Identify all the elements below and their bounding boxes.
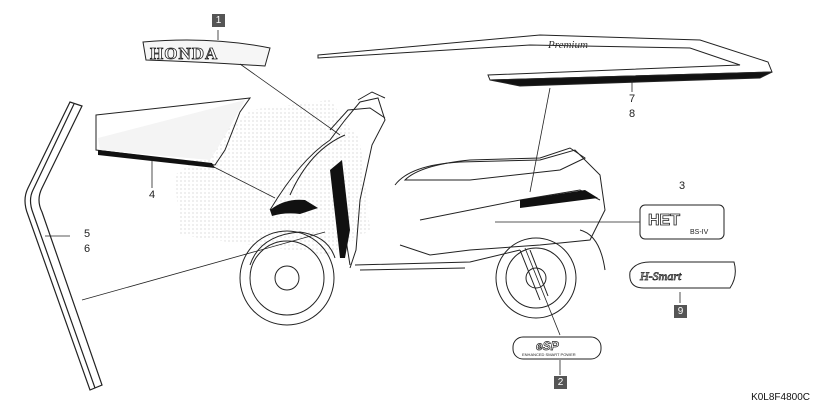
callout-5: 5 [83,228,91,240]
callout-9: 9 [674,305,687,318]
hsmart-text: H-Smart [639,269,682,283]
diagram-code: K0L8F4800C [751,392,810,403]
stipple-background [175,100,370,255]
callout-4: 4 [148,189,156,201]
part-5-6-stripe [24,101,103,391]
front-stripe [270,160,350,258]
het-main-text: HET [648,212,680,229]
part-4-decal [95,97,252,168]
esp-emblem: eSP ENHANCED SMART POWER [512,336,602,360]
hsmart-emblem: H-Smart [629,261,736,289]
callout-3: 3 [678,180,686,192]
esp-main-text: eSP [536,339,560,353]
premium-text: Premium [547,39,588,51]
callout-1: 1 [212,14,225,27]
callout-7: 7 [628,93,636,105]
part-7-8-stripe [317,34,773,87]
het-emblem: HET BS-IV [639,204,725,240]
scooter-illustration [239,91,606,326]
callout-8: 8 [628,108,636,120]
callout-2: 2 [554,376,567,389]
esp-sub-text: ENHANCED SMART POWER [522,352,576,357]
leader-lines [45,30,681,375]
honda-emblem: HONDA [142,39,271,67]
honda-emblem-text: HONDA [150,44,218,63]
side-stripe [520,190,598,208]
het-sub-text: BS-IV [690,229,709,236]
callout-6: 6 [83,243,91,255]
